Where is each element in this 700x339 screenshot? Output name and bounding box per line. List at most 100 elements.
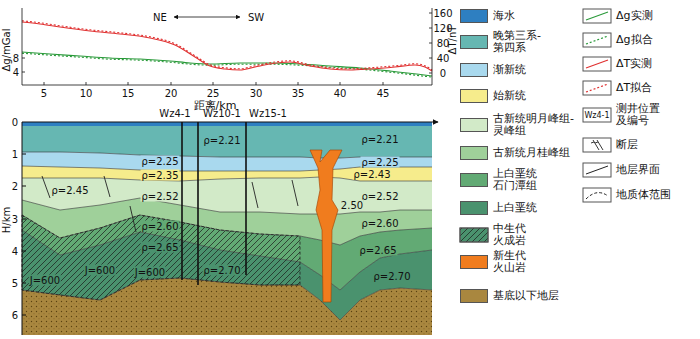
tick-label: 10 [80,88,93,99]
density-label: ρ=2.35 [141,170,180,181]
sample-box [583,188,611,202]
volcanic-body [310,150,342,302]
legend-text: 断层 [616,139,638,151]
legend-swatch [460,146,488,160]
wells [182,122,246,285]
magnetization-label: J=600 [84,265,116,276]
legend-text: 晚第三系-第四系 [493,30,545,54]
stratum [22,122,432,126]
hatch-swatch [460,228,488,242]
legend-swatch [460,89,488,103]
fault-line [130,206,136,232]
legend-text: 古新统明月峰组-灵峰组 [493,113,579,137]
profile-curve [22,22,432,71]
tick-label: 160 [433,8,452,19]
tick-label: 35 [292,88,305,99]
density-label: ρ=2.25 [141,156,180,167]
legend-swatch [460,9,488,23]
direction-label: NE [153,12,167,23]
fault-line [42,176,50,198]
legend-text: 上白垩统石门潭组 [493,168,543,192]
hatch-swatch [460,228,488,242]
tick-label: 0 [440,68,446,79]
tick-label: 40 [437,53,450,64]
tick-label: 25 [207,88,220,99]
well-line [245,122,247,275]
axis-title: Δg/mGal [1,29,12,72]
axis-title: H/km [1,207,12,233]
faults [42,176,298,232]
density-label: ρ=2.21 [361,134,400,145]
profile-chart [22,21,432,77]
legend-text: 地质体范围 [616,189,671,201]
sample-box [583,81,611,95]
sample-box [583,108,611,122]
magnetization-label: J=600 [29,275,61,286]
well-label: Wz4-1 [584,110,609,121]
body-outline [22,215,300,300]
tick-label: 5 [41,88,47,99]
legend-swatch [460,255,488,269]
density-label: ρ=2.52 [361,191,400,202]
legend-text: ΔT拟合 [616,82,652,94]
direction-arrow [174,17,240,18]
profile-curve [22,21,432,70]
tick-label: 80 [437,38,450,49]
density-label: ρ=2.70 [373,271,412,282]
well-label: Wz4-1 [159,108,190,119]
left-axis [22,8,23,85]
section-axes [22,122,438,335]
density-label: ρ=2.65 [141,242,180,253]
sample-box [583,33,611,47]
legend-text: 地层界面 [616,164,660,176]
well-label: Wz15-1 [249,108,287,119]
legend-text: Δg拟合 [616,34,653,46]
tick-label: 2 [12,181,18,192]
legend-samples [460,9,611,242]
tick-label: 120 [433,23,452,34]
boundary-sample [586,166,608,174]
tick-label: 20 [165,88,178,99]
legend-text: 始新统 [493,90,526,102]
range-sample [586,193,608,199]
direction-label: SW [248,12,264,23]
density-label: ρ=2.43 [353,169,392,180]
density-label: ρ=2.52 [141,191,180,202]
legend-swatch [460,35,488,49]
sample-box [583,9,611,23]
legend-text: 基底以下地层 [493,290,559,302]
profile-curve [22,52,432,76]
chart-axes [22,8,432,85]
profile-curve [22,53,432,77]
legend-text: 新生代火山岩 [493,250,533,274]
tick-label: 8 [13,53,19,64]
legend-text: Δg实测 [616,10,653,22]
line-sample [586,60,608,68]
tick-label: 5 [12,278,18,289]
density-label: 2.50 [340,200,364,211]
density-label: ρ=2.60 [361,218,400,229]
magnetization-label: J=600 [134,267,166,278]
strata [22,122,432,335]
legend-text: ΔT实测 [616,58,652,70]
fault-sample [591,140,603,150]
fault-line [252,182,258,208]
legend-swatch [460,289,488,303]
legend-text: 测井位置及编号 [616,103,666,127]
tick-label: 6 [12,310,18,321]
tick-label: 15 [122,88,135,99]
legend-text: 上白垩统 [493,202,537,214]
tick-label: 4 [13,67,19,78]
tick-label: 0 [12,117,18,128]
density-label: ρ=2.70 [203,265,242,276]
line-sample [586,36,608,44]
legend-swatch [460,201,488,215]
bottom-ticks [44,82,383,85]
legend-swatch [460,118,488,132]
density-label: ρ=2.45 [51,185,90,196]
density-label: ρ=2.60 [141,221,180,232]
left-ticks [22,58,25,72]
tick-label: 4 [12,246,18,257]
